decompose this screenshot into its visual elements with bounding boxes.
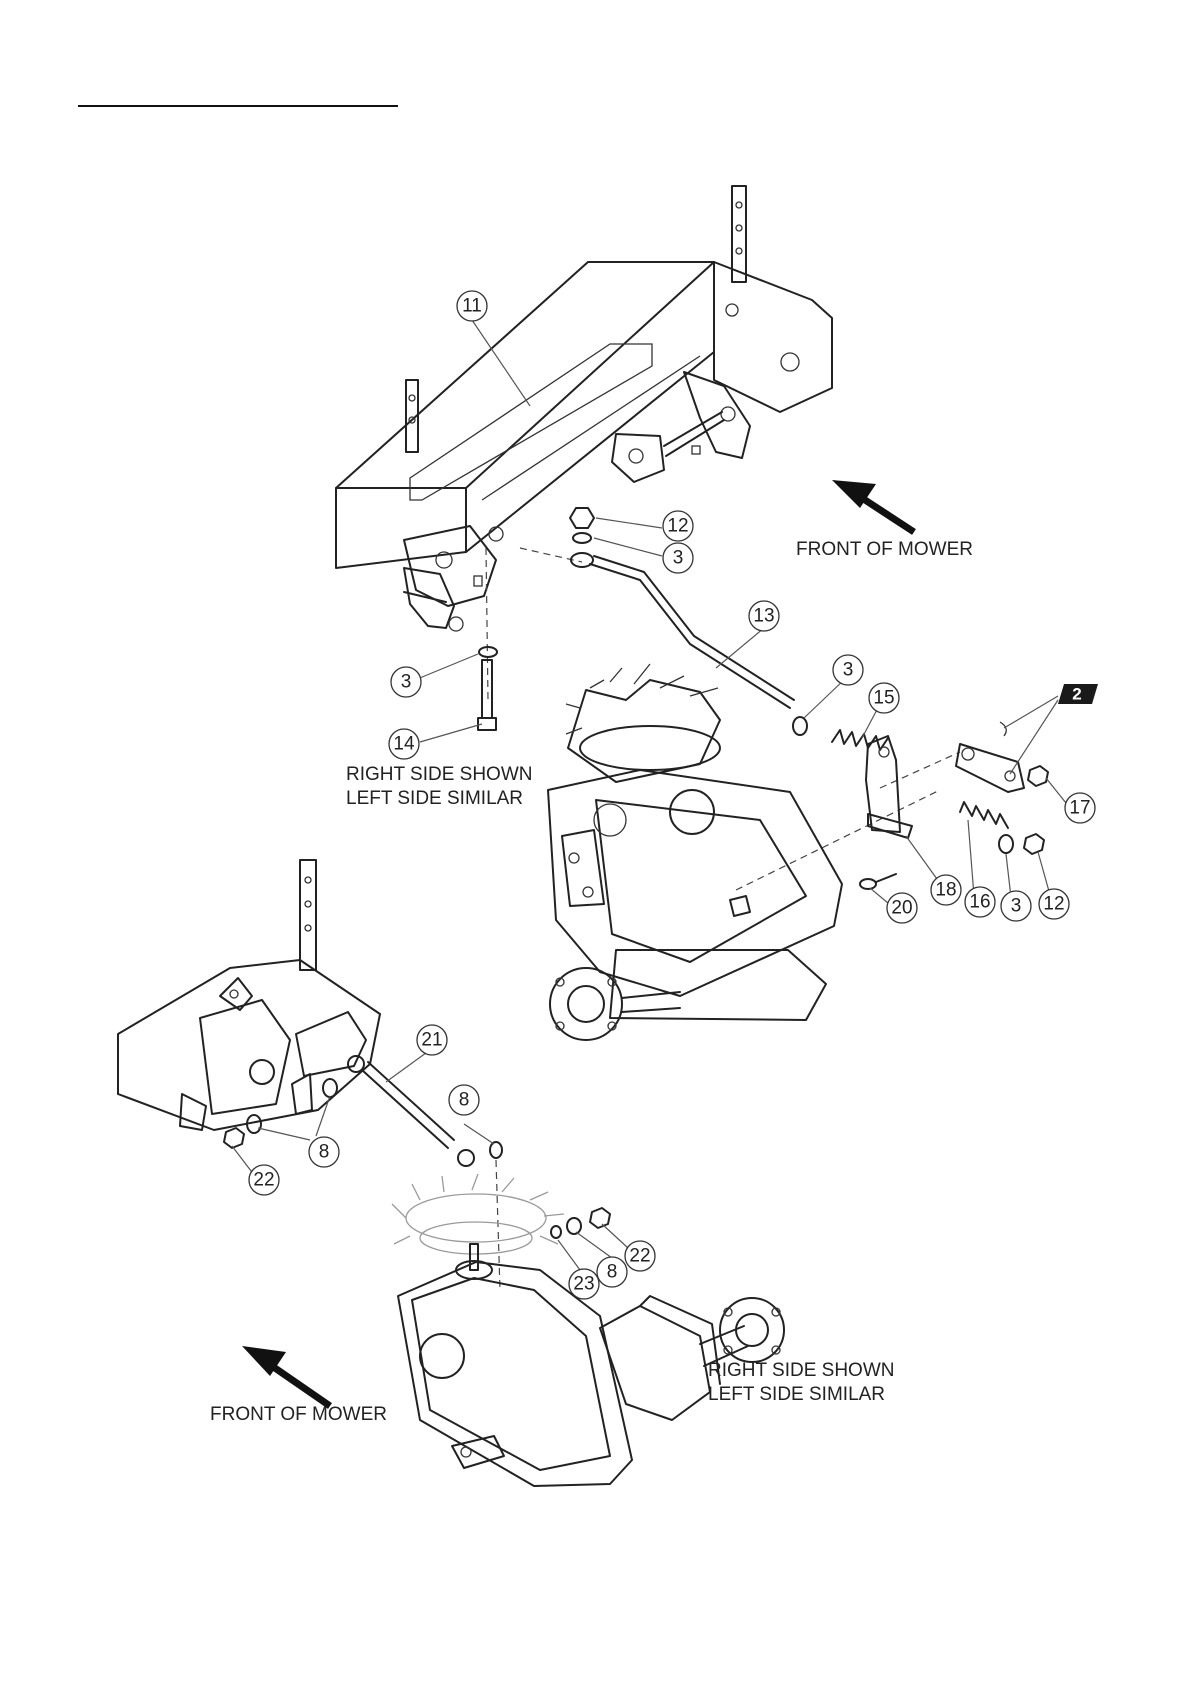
align-line-bolt	[486, 548, 488, 700]
bolt-14	[478, 660, 496, 730]
callout-3-rod: 3	[833, 655, 863, 685]
control-arm	[956, 722, 1024, 792]
svg-text:3: 3	[401, 672, 412, 693]
front-arrow-top	[832, 480, 914, 532]
svg-text:12: 12	[1043, 894, 1064, 915]
callout-3-lower: 3	[1001, 891, 1031, 921]
washer-8-left-b	[323, 1079, 337, 1097]
svg-text:11: 11	[462, 296, 482, 317]
washer-3-rod	[793, 717, 807, 735]
transaxle-upper	[548, 664, 842, 1040]
svg-text:12: 12	[667, 516, 688, 537]
reference-badge: 2	[1004, 684, 1098, 774]
align-line-lower	[496, 1160, 500, 1290]
callout-12-upper: 12	[663, 511, 693, 541]
svg-text:22: 22	[253, 1170, 274, 1191]
front-arrow-bottom	[242, 1346, 330, 1406]
bracket-18	[866, 736, 912, 838]
callout-8-right: 8	[597, 1257, 627, 1287]
svg-text:20: 20	[891, 898, 912, 919]
callout-22-left: 22	[249, 1165, 279, 1195]
callout-18: 18	[931, 875, 961, 905]
svg-text:18: 18	[935, 880, 956, 901]
spring-16	[960, 802, 1008, 828]
svg-text:23: 23	[573, 1274, 594, 1295]
washer-8-rod	[490, 1142, 502, 1158]
callout-15: 15	[869, 683, 899, 713]
svg-text:15: 15	[873, 688, 894, 709]
callout-13: 13	[749, 601, 779, 631]
callout-17: 17	[1065, 793, 1095, 823]
frame-cross-member	[336, 186, 832, 631]
hardware-stack-lower	[551, 1208, 610, 1238]
washer-3-lower	[999, 835, 1013, 853]
side-note-bottom-line2: LEFT SIDE SIMILAR	[708, 1384, 885, 1405]
callout-3-upper: 3	[663, 543, 693, 573]
svg-text:3: 3	[1011, 896, 1022, 917]
side-note-top-line2: LEFT SIDE SIMILAR	[346, 788, 523, 809]
svg-text:13: 13	[753, 606, 774, 627]
svg-text:3: 3	[673, 548, 684, 569]
callout-16: 16	[965, 887, 995, 917]
svg-text:8: 8	[607, 1262, 618, 1283]
callout-8-left: 8	[309, 1137, 339, 1167]
svg-text:8: 8	[319, 1142, 330, 1163]
callout-23: 23	[569, 1269, 599, 1299]
screw-20	[860, 874, 896, 889]
side-note-top-line1: RIGHT SIDE SHOWN	[346, 764, 533, 785]
callout-3-bolt: 3	[391, 667, 421, 697]
frame-lower	[118, 860, 380, 1130]
svg-text:8: 8	[459, 1090, 470, 1111]
cooling-fan-lower	[392, 1174, 564, 1254]
nut-17	[1028, 766, 1048, 786]
svg-text:21: 21	[421, 1030, 442, 1051]
callout-22-right: 22	[625, 1241, 655, 1271]
callout-8-rod: 8	[449, 1085, 479, 1115]
svg-text:17: 17	[1069, 798, 1090, 819]
callout-20: 20	[887, 893, 917, 923]
front-of-mower-label-bottom: FRONT OF MOWER	[210, 1404, 387, 1425]
svg-text:2: 2	[1072, 685, 1081, 704]
svg-text:3: 3	[843, 660, 854, 681]
callout-14: 14	[389, 729, 419, 759]
align-line-spring	[880, 752, 960, 788]
svg-text:14: 14	[393, 734, 415, 755]
nut-22-left	[224, 1128, 244, 1148]
nut-12-upper	[570, 508, 594, 528]
washer-3-bolt	[479, 647, 497, 657]
callout-11: 11	[457, 291, 487, 321]
washer-3-upper	[573, 533, 591, 543]
side-note-bottom-line1: RIGHT SIDE SHOWN	[708, 1360, 895, 1381]
nut-12-lower	[1024, 834, 1044, 854]
front-of-mower-label-top: FRONT OF MOWER	[796, 539, 973, 560]
svg-text:16: 16	[969, 892, 990, 913]
callout-12-lower: 12	[1039, 889, 1069, 919]
callout-21: 21	[417, 1025, 447, 1055]
svg-text:22: 22	[629, 1246, 650, 1267]
